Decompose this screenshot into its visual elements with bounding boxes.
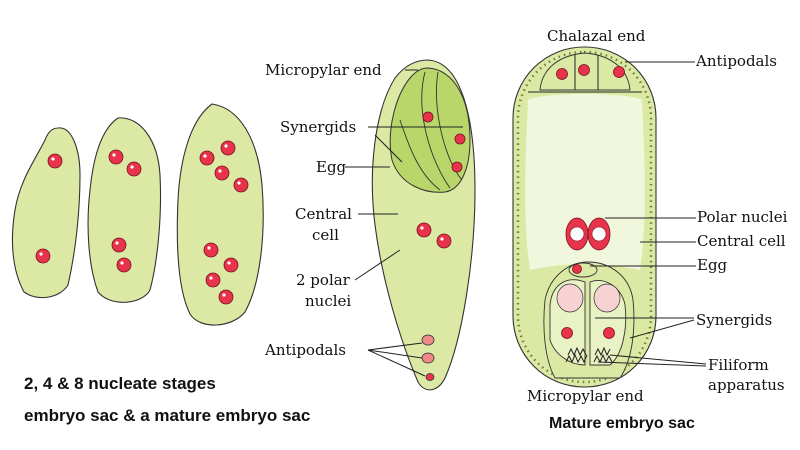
label-antipodals-right: Antipodals (695, 52, 777, 70)
label-micropylar-end-bottom: Micropylar end (527, 387, 644, 405)
antipodal-cell (425, 373, 435, 381)
caption-line-1: 2, 4 & 8 nucleate stages (24, 374, 216, 393)
four-nucleate-stage (87, 117, 162, 303)
mature-sac-wall-dots (516, 50, 653, 384)
nucleolus (39, 252, 43, 256)
nucleolus (209, 276, 213, 280)
leader-antipodals-1 (367, 342, 423, 351)
label-filiform-2: apparatus (708, 376, 785, 394)
nucleus (451, 161, 463, 173)
polar-nucleus (436, 233, 452, 249)
nucleolus (130, 165, 134, 169)
antipodal-nucleus (613, 66, 625, 78)
nucleus (233, 177, 249, 193)
leader-filiform-1 (609, 354, 707, 365)
antipodal-nucleus (578, 64, 590, 76)
nucleus (223, 257, 239, 273)
four-nucleate-sac-outline (87, 117, 162, 303)
synergid-vacuole (556, 283, 584, 313)
synergid-vacuole (593, 283, 621, 313)
label-synergids-right: Synergids (696, 311, 772, 329)
eight-nucleate-stage (176, 103, 264, 326)
polar-nucleus (416, 222, 432, 238)
nucleolus (222, 293, 226, 297)
leader-polar-nuclei (354, 249, 401, 281)
mature-embryo-sac (512, 46, 657, 388)
label-antipodals-left: Antipodals (264, 341, 346, 359)
filiform-apparatus (565, 353, 613, 364)
nucleus (218, 289, 234, 305)
nucleolus (203, 154, 207, 158)
label-polar-nuclei-left-2: nuclei (305, 292, 351, 310)
nucleus (422, 111, 434, 123)
leader-filiform-2 (597, 361, 707, 367)
egg-nucleus (572, 264, 582, 274)
label-central-cell-left-1: Central (295, 205, 352, 223)
leader-egg-2 (374, 134, 403, 163)
nucleolus (207, 246, 211, 250)
eight-nucleate-sac-outline (176, 103, 264, 326)
label-egg-right: Egg (697, 256, 728, 274)
label-polar-nuclei-left-1: 2 polar (296, 271, 351, 289)
label-central-cell-right: Central cell (697, 232, 786, 250)
caption-mature: Mature embryo sac (549, 415, 695, 432)
central-cell-vacuole (525, 94, 645, 270)
nucleus (454, 133, 466, 145)
polar-nucleolus (591, 226, 607, 242)
antipodal-nucleus (556, 68, 568, 80)
nucleus (214, 165, 230, 181)
nucleus (47, 153, 63, 169)
leader-synergids-right-2 (629, 319, 695, 339)
synergid-nucleus (561, 327, 573, 339)
nucleus (199, 150, 215, 166)
nucleus (205, 272, 221, 288)
nucleolus (227, 261, 231, 265)
caption-line-2: embryo sac & a mature embryo sac (24, 406, 310, 425)
nucleus (220, 140, 236, 156)
nucleolus (440, 237, 444, 241)
label-chalazal-end: Chalazal end (547, 27, 646, 45)
nucleolus (224, 144, 228, 148)
nucleus (203, 242, 219, 258)
label-central-cell-left-2: cell (312, 226, 339, 244)
nucleus (108, 149, 124, 165)
filiform-apparatus (567, 346, 611, 357)
label-filiform-1: Filiform (708, 356, 769, 374)
polar-nucleolus (569, 226, 585, 242)
two-nucleate-sac-outline (11, 127, 81, 299)
antipodal-cell (421, 352, 435, 364)
nucleus (35, 248, 51, 264)
nucleus (126, 161, 142, 177)
nucleolus (218, 169, 222, 173)
nucleus (111, 237, 127, 253)
nucleolus (112, 153, 116, 157)
nucleolus (120, 261, 124, 265)
label-synergids-left: Synergids (280, 118, 356, 136)
leader-antipodals-2 (367, 349, 423, 359)
nucleolus (115, 241, 119, 245)
label-micropylar-end-top: Micropylar end (265, 61, 382, 79)
nucleolus (51, 157, 55, 161)
middle-embryo-sac (371, 59, 476, 391)
nucleolus (237, 181, 241, 185)
two-nucleate-stage (11, 127, 81, 299)
synergid-divider (436, 71, 463, 181)
nucleolus (420, 226, 424, 230)
antipodal-cell (421, 334, 435, 346)
synergid-nucleus (603, 327, 615, 339)
label-egg-left: Egg (316, 158, 347, 176)
egg-apparatus (389, 67, 471, 193)
label-polar-nuclei-right: Polar nuclei (697, 208, 788, 226)
synergid-divider (421, 71, 451, 189)
leader-antipodals-3 (367, 349, 426, 377)
egg-cell-outline (399, 119, 441, 191)
nucleus (116, 257, 132, 273)
